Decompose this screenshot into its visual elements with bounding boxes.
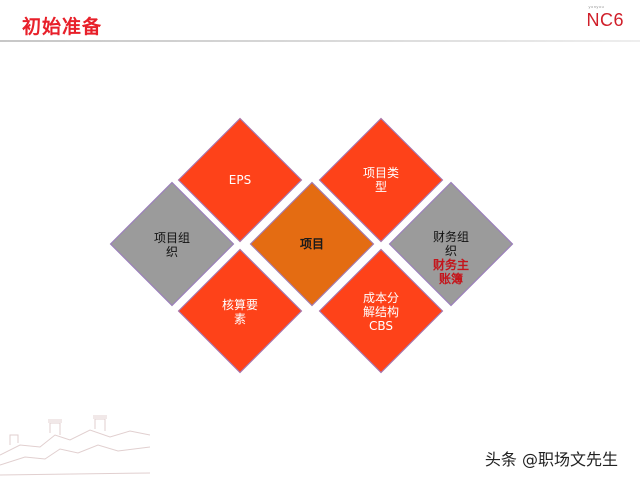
nc6-logo: yonyou NC6: [586, 4, 624, 31]
label-project-type: 项目类 型: [362, 166, 399, 194]
logo-text: NC6: [586, 10, 624, 30]
label-accounting-elements: 核算要 素: [221, 298, 258, 326]
label-finance-org: 财务组 织 财务主 账簿: [411, 216, 491, 300]
finance-main-ledger-text: 财务主 账簿: [432, 258, 469, 286]
logo-caption: yonyou: [588, 4, 605, 9]
label-eps: EPS: [228, 173, 252, 187]
page-title: 初始准备: [22, 16, 103, 38]
header-divider: [0, 40, 640, 42]
label-cbs: 成本分 解结构 CBS: [362, 291, 399, 333]
finance-org-text: 财务组 织: [432, 230, 469, 258]
watermark-text: 头条 @职场文先生: [484, 450, 618, 469]
great-wall-decoration-icon: [0, 415, 150, 476]
label-project: 项目: [299, 237, 324, 251]
label-project-org: 项目组 织: [153, 231, 190, 259]
